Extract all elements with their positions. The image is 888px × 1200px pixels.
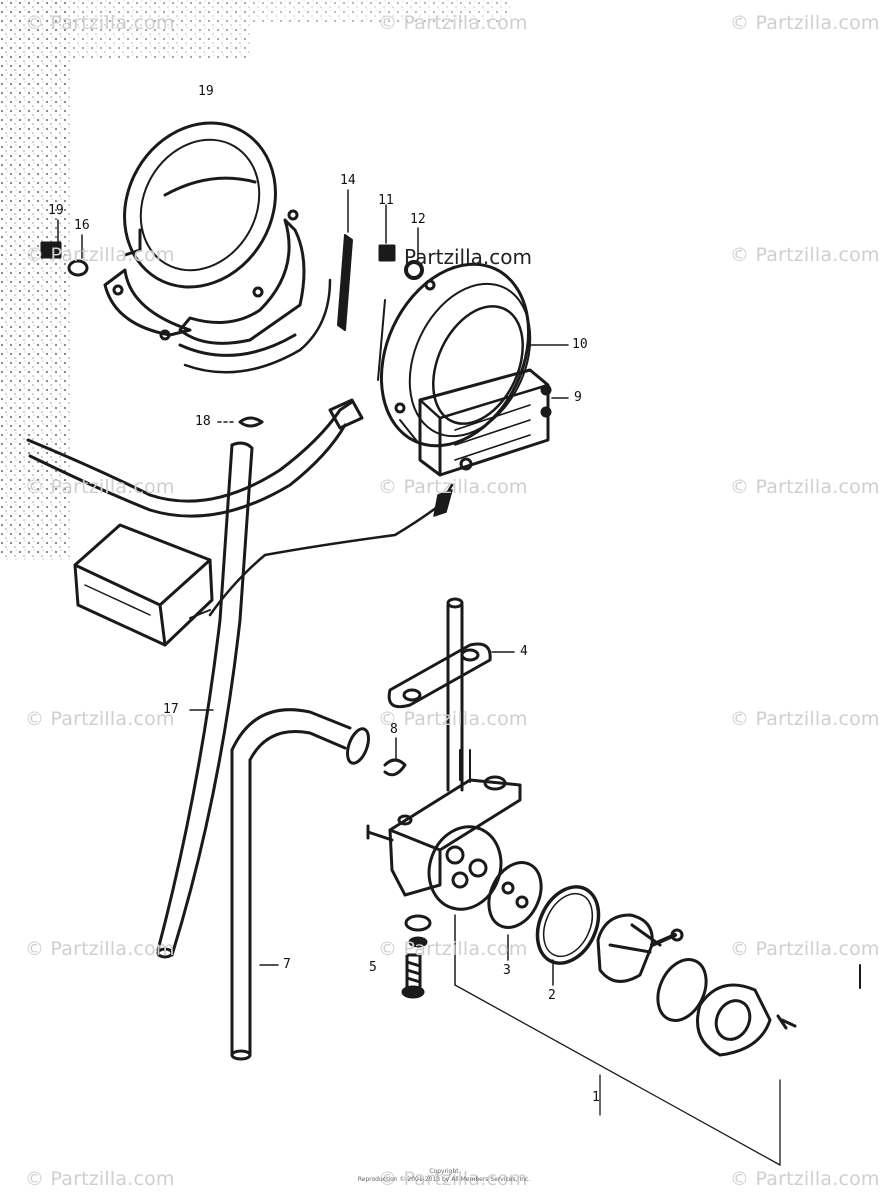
watermark: © Partzilla.com [378,708,528,730]
o-ring-2 [535,885,601,986]
watermark: © Partzilla.com [25,244,175,266]
washer-12 [404,227,424,280]
watermark: © Partzilla.com [378,12,528,34]
callout-label: 5 [369,960,377,975]
callout-label: 18 [195,414,211,429]
callout-label: 10 [572,337,588,352]
watermark: © Partzilla.com [25,476,175,498]
callout-label: 16 [74,218,90,233]
callout-label: 1 [592,1090,600,1105]
watermark: © Partzilla.com [730,476,880,498]
breather-hose-17 [156,441,254,959]
scan-noise [0,0,510,560]
fuel-cock-body [366,749,522,986]
callout-label: 8 [390,722,398,737]
copyright-notice: Reproduction © 2001-2013 by All Members … [357,1176,531,1183]
screw-19 [40,219,62,259]
callout-label: 7 [283,957,291,972]
watermark: © Partzilla.com [378,1168,528,1190]
watermark-main: Partzilla.com [404,245,532,269]
watermark: © Partzilla.com [25,938,175,960]
callout-label: 17 [163,702,179,717]
overflow-hose [26,398,364,518]
callout-label: 3 [503,963,511,978]
watermark: © Partzilla.com [25,708,175,730]
wire-connector-box [73,523,214,647]
valve-lever [596,913,684,983]
callout-label: 14 [340,173,356,188]
valve-cover-plate [696,983,797,1057]
watermark: © Partzilla.com [730,12,880,34]
valve-gasket-4 [387,597,515,792]
fuel-gauge-flange [377,262,569,448]
screw-5 [401,914,432,999]
callout-label: 4 [520,644,528,659]
watermark: © Partzilla.com [25,12,175,34]
watermark: © Partzilla.com [730,244,880,266]
watermark: © Partzilla.com [730,1168,880,1190]
screw-11 [378,204,396,262]
watermark: © Partzilla.com [378,938,528,960]
callout-label: 9 [574,390,582,405]
watermark: © Partzilla.com [378,476,528,498]
hose-clip-8 [383,737,407,777]
mounting-strip [337,189,353,331]
washer-16 [67,234,89,277]
watermark: © Partzilla.com [730,938,880,960]
callout-label: 11 [378,193,394,208]
fuel-level-sender [418,368,569,477]
watermark: © Partzilla.com [730,708,880,730]
copyright-line: Copyright [429,1168,459,1175]
callout-label: 19 [198,84,214,99]
callout-label: 12 [410,212,426,227]
watermark: © Partzilla.com [25,1168,175,1190]
o-ring-small [656,958,708,1022]
sender-wire [208,483,454,617]
hose-clip-18 [217,416,264,428]
callout-label: 2 [548,988,556,1003]
valve-packing-3 [487,861,543,961]
fuel-hose-1 [230,708,370,1061]
heat-shield-band [103,121,332,374]
callout-label: 19 [48,203,64,218]
assembly-leader-lines [454,964,861,1166]
